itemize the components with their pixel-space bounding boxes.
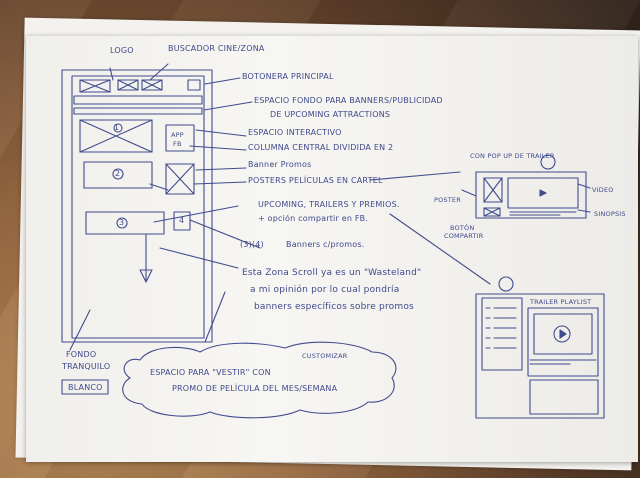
label-posters: POSTERS PELÍCULAS EN CARTEL (248, 176, 383, 185)
label-trailer-playlist: TRAILER PLAYLIST (530, 298, 592, 306)
label-columna-central: COLUMNA CENTRAL DIVIDIDA EN 2 (248, 143, 394, 152)
label-upcoming-2: + opción compartir en FB. (258, 214, 369, 223)
label-boton-compartir-1: BOTÓN (450, 224, 475, 232)
label-boton-compartir-2: COMPARTIR (444, 232, 484, 240)
paper-sheet (26, 36, 638, 462)
label-fondo-tranquilo-2: TRANQUILO (62, 362, 111, 371)
label-espacio-fondo-1: ESPACIO FONDO PARA BANNERS/PUBLICIDAD (254, 96, 443, 105)
label-fondo-tranquilo-1: FONDO (66, 350, 97, 359)
label-num-1: 1 (114, 123, 120, 132)
label-espacio-interactivo: ESPACIO INTERACTIVO (248, 128, 342, 137)
box-3 (85, 211, 165, 235)
label-logo: LOGO (110, 46, 134, 55)
label-promo: PROMO DE PELÍCULA DEL MES/SEMANA (172, 384, 338, 393)
label-espacio-fondo-2: DE UPCOMING ATTRACTIONS (270, 110, 391, 119)
inner-frame (71, 75, 205, 339)
search-box-1 (117, 79, 139, 91)
page-frame (61, 69, 213, 343)
promo-cloud (122, 341, 397, 419)
label-banner-promos: Banner Promos (248, 160, 312, 169)
label-popup: CON POP UP DE TRAILER (470, 152, 555, 160)
label-sinopsis: SINOPSIS (594, 210, 626, 218)
label-scroll-1: Esta Zona Scroll ya es un "Wasteland" (242, 268, 422, 278)
label-upcoming-1: UPCOMING, TRAILERS Y PREMIOS. (258, 200, 400, 209)
popup-1-frame (475, 171, 587, 219)
label-blanco: BLANCO (68, 383, 103, 392)
label-app: APP (171, 131, 184, 139)
nav-bar (73, 95, 203, 105)
blanco-box (61, 379, 109, 395)
label-customizar: CUSTOMIZAR (302, 352, 348, 360)
label-buscador: BUSCADOR CINE/ZONA (168, 44, 265, 53)
label-num-4: 4 (179, 216, 185, 225)
popup-2-frame (475, 293, 605, 419)
label-scroll-2: a mi opinión por lo cual pondría (250, 285, 400, 295)
box-1 (79, 119, 153, 153)
label-num-34: (3)(4) (240, 240, 264, 249)
label-espacio-vestir: ESPACIO PARA "VESTIR" CON (150, 368, 271, 377)
search-box-2 (141, 79, 163, 91)
label-fb: FB (173, 140, 182, 148)
label-banners-promos: Banners c/promos. (286, 240, 365, 249)
poster-box (165, 163, 195, 195)
label-poster: POSTER (434, 196, 461, 204)
label-botonera: BOTONERA PRINCIPAL (242, 72, 334, 81)
label-num-2: 2 (115, 169, 121, 178)
box-2 (83, 161, 153, 189)
box-4 (173, 211, 191, 231)
app-fb-box (165, 124, 195, 152)
label-num-3: 3 (119, 218, 125, 227)
label-video: VIDEO (592, 186, 614, 194)
label-scroll-3: banners específicos sobre promos (254, 302, 414, 312)
logo-box (79, 79, 111, 93)
